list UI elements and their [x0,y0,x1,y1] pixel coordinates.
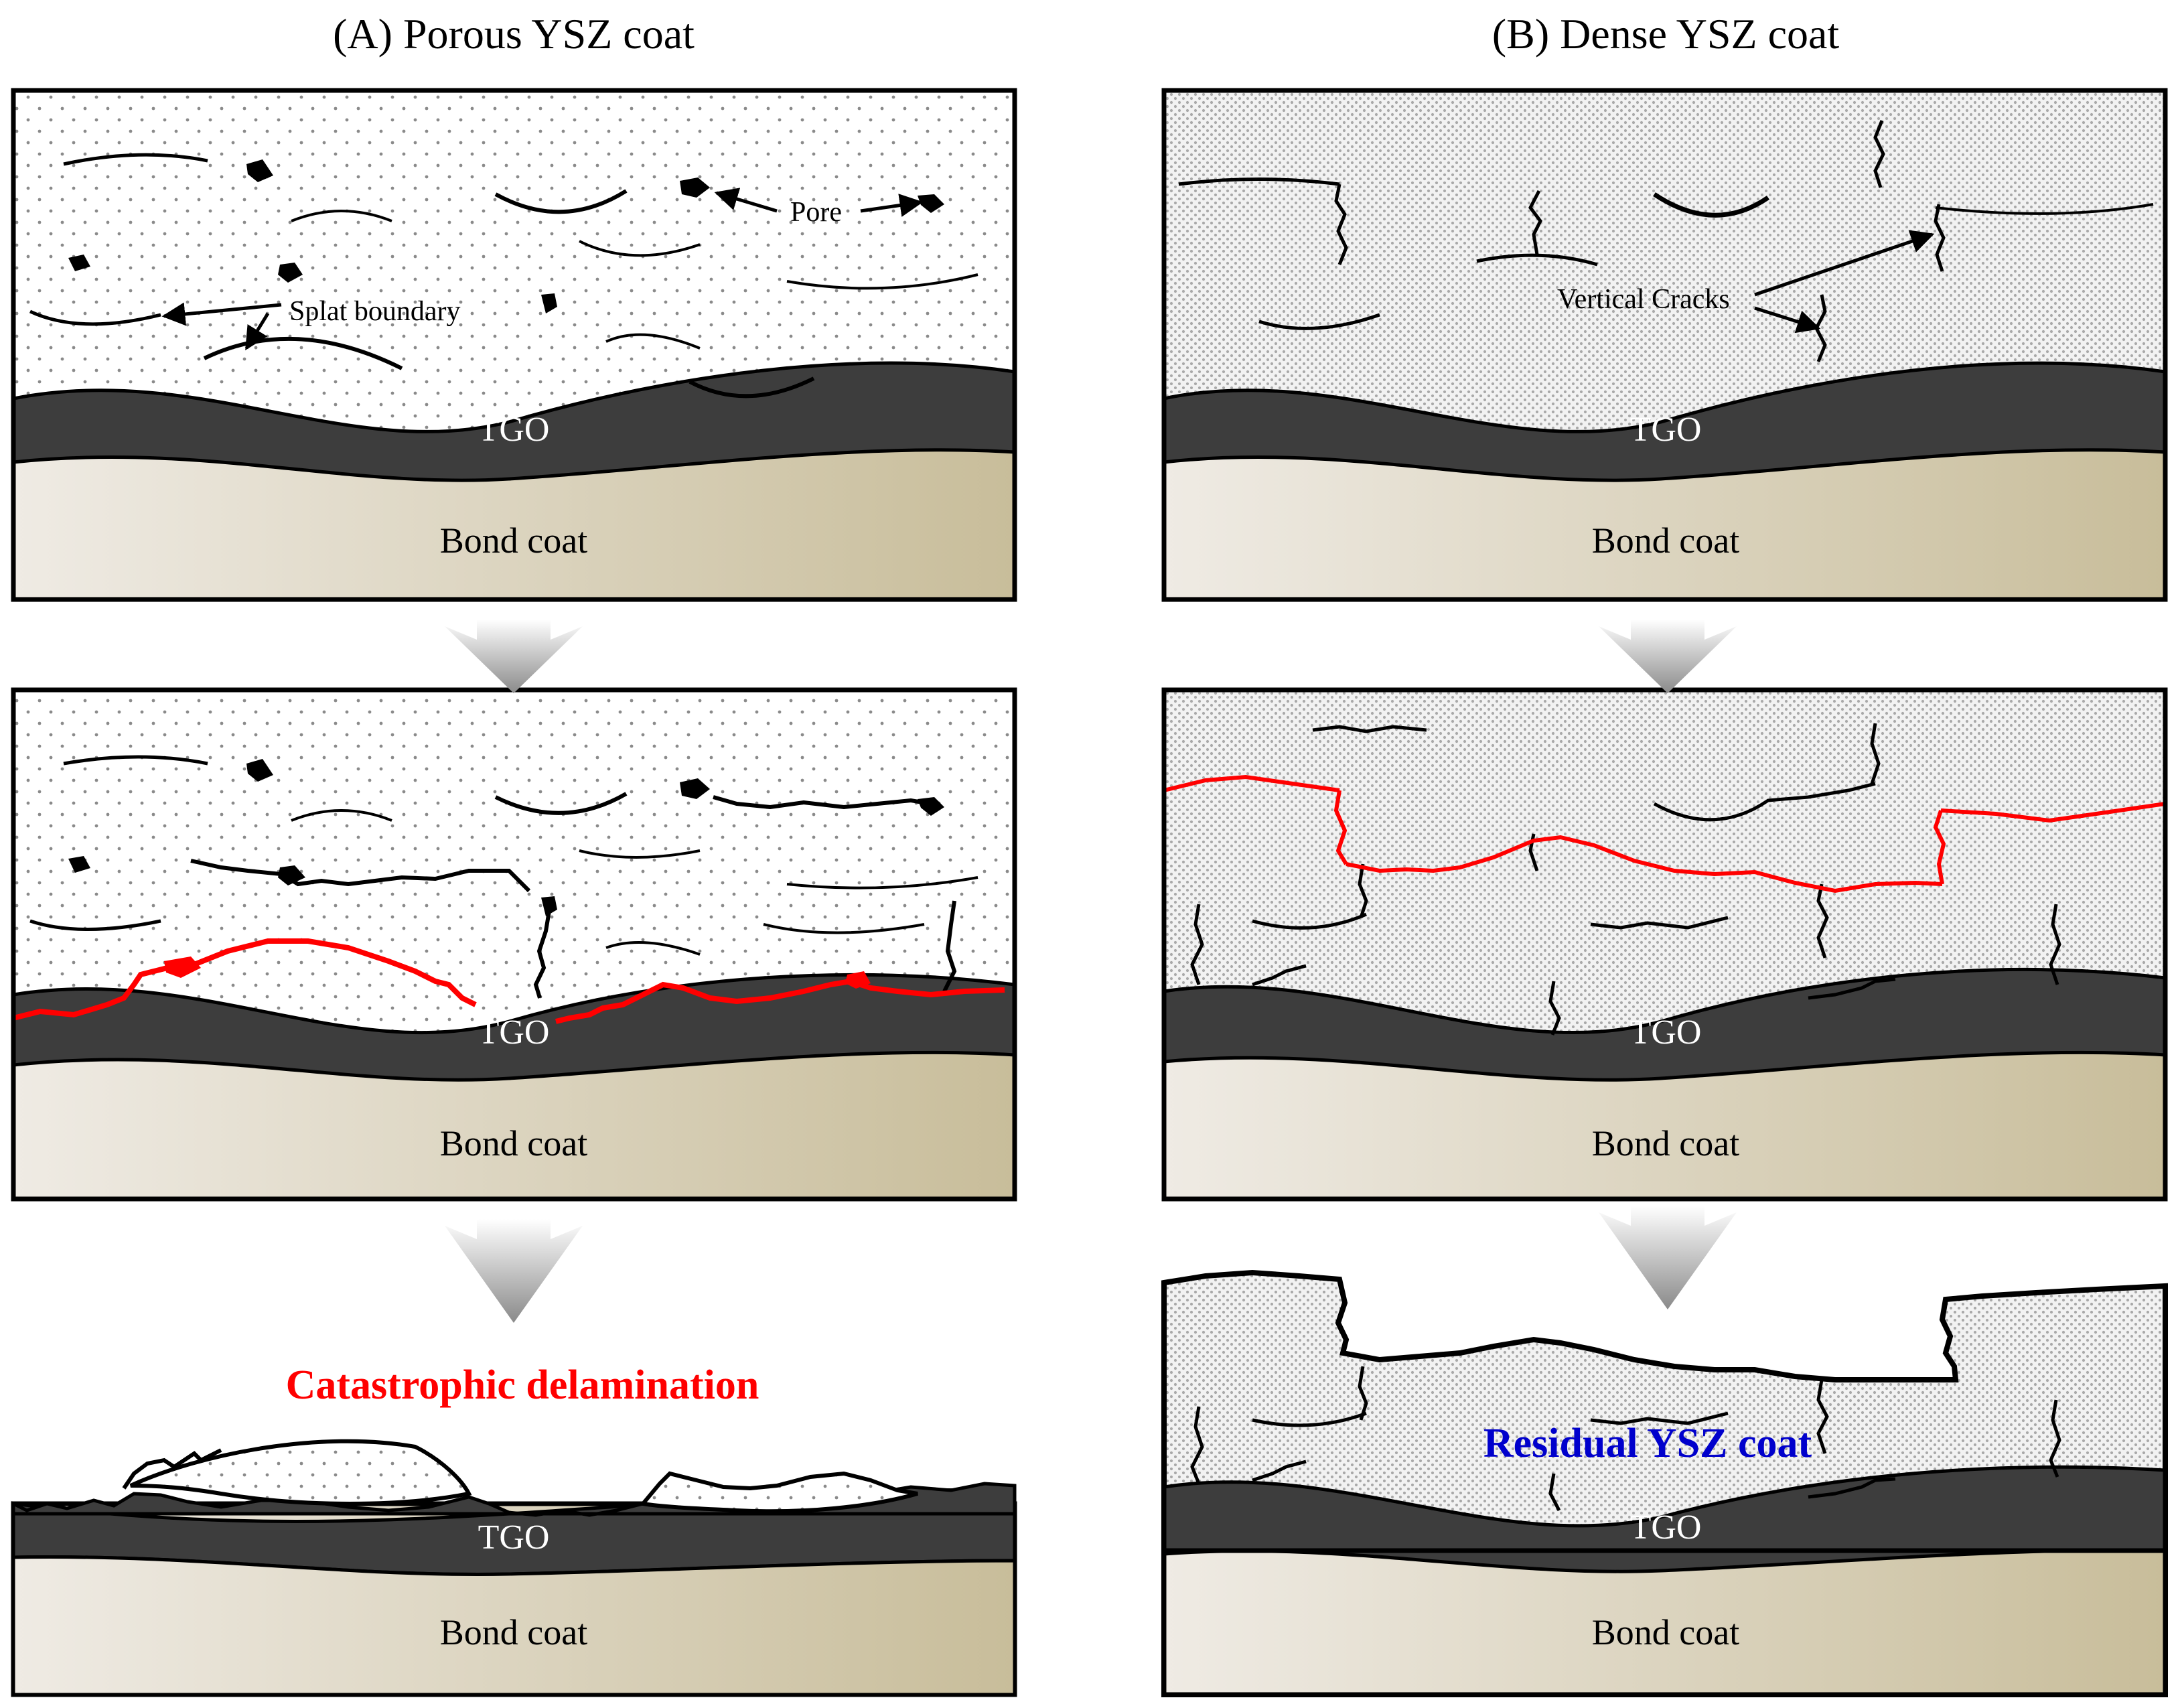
vertical-cracks-label: Vertical Cracks [1557,284,1730,315]
title-dense: (B) Dense YSZ coat [1492,10,1840,58]
porous-fragment [639,1471,918,1514]
arrow-down-a1 [445,620,583,693]
bond-coat-label: Bond coat [440,520,587,561]
bond-coat-label: Bond coat [440,1123,587,1163]
panel-a2: TGO Bond coat [13,690,1015,1199]
tgo-label: TGO [478,411,550,449]
delamination-crack [13,938,1005,1024]
panel-b2: TGO Bond coat [1164,690,2165,1199]
vertical-cracks [1334,120,1946,362]
splat-boundary-label: Splat boundary [289,296,460,327]
catastrophic-delamination-label: Catastrophic delamination [286,1362,759,1408]
cracks [1190,1366,2061,1512]
cracks [190,795,957,999]
pore-label: Pore [790,197,842,228]
annotation-arrows [161,188,924,350]
bond-coat-layer [13,448,1015,599]
cracks [1190,723,2061,1036]
tgo-label: TGO [1630,1508,1702,1547]
arrow-down-b1 [1599,620,1737,693]
tgo-label: TGO [478,1518,550,1557]
bond-coat-layer [1164,1050,2165,1199]
splat-lines [29,755,978,956]
bond-coat-label: Bond coat [1592,1612,1739,1652]
annotation-arrows [1754,230,1935,334]
panel-a1-frame [11,88,1017,602]
bond-coat-label: Bond coat [1592,520,1739,561]
panel-b1-frame [1161,88,2168,602]
splat-lines [29,153,978,399]
delamination-crack [1164,774,2165,894]
panel-a1: Pore Splat boundary TGO Bond coat [13,90,1015,599]
arrow-down-a2 [445,1219,583,1323]
bond-coat-label: Bond coat [1592,1123,1739,1163]
tgo-label: TGO [1630,1013,1702,1052]
panel-a3: TGO Bond coat [11,1439,1017,1697]
title-porous: (A) Porous YSZ coat [333,10,695,58]
tgo-label: TGO [478,1013,550,1052]
tgo-label: TGO [1630,411,1702,449]
panel-b1: Vertical Cracks TGO Bond coat [1164,90,2165,599]
pores [68,159,944,313]
bond-coat-label: Bond coat [440,1612,587,1652]
pores [68,759,944,916]
bond-coat-layer [1164,448,2165,599]
porous-fragment [129,1439,472,1506]
red-pores [164,956,871,989]
bond-coat-layer [13,1050,1015,1199]
splat-lines [1178,177,2154,330]
residual-ysz-label: Residual YSZ coat [1483,1421,1812,1466]
arrow-down-b2 [1599,1206,1737,1309]
panel-b3: TGO Bond coat [1161,1269,2168,1697]
